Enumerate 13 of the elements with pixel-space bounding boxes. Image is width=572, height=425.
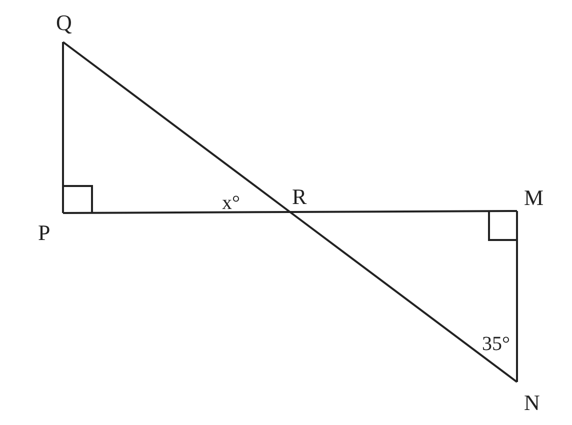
line-segment xyxy=(63,211,290,214)
angle-label: x° xyxy=(222,193,240,213)
point-label: R xyxy=(292,186,307,208)
point-label: N xyxy=(524,392,540,414)
angle-label: 35° xyxy=(482,334,510,354)
point-label: Q xyxy=(56,12,72,34)
point-label: M xyxy=(524,187,544,209)
point-label: P xyxy=(38,222,50,244)
line-segment xyxy=(516,211,518,382)
line-segment xyxy=(62,42,64,213)
line-segment xyxy=(62,41,291,213)
line-segment xyxy=(290,210,517,213)
line-segment xyxy=(289,211,518,383)
